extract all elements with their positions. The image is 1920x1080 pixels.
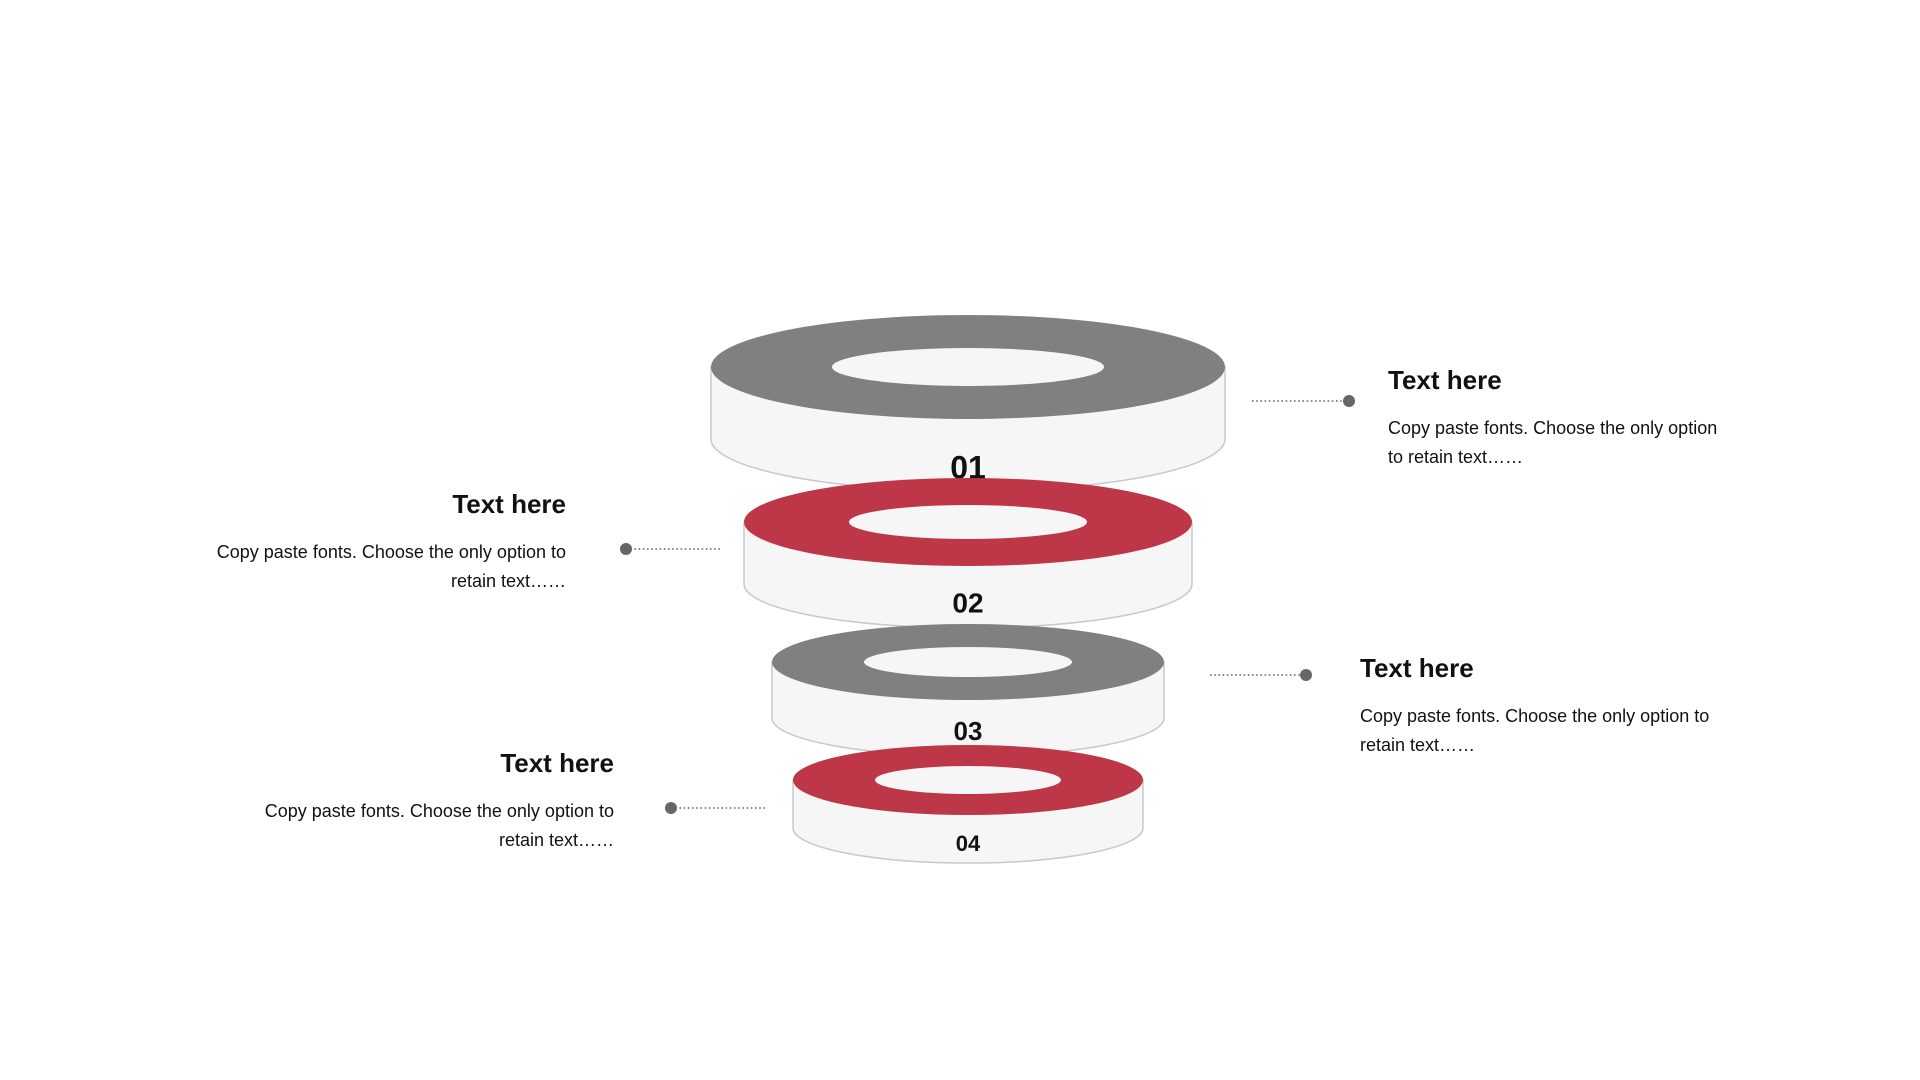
ring-2-hole [849,505,1087,539]
connector-3-dot [1300,669,1312,681]
ring-3-label: 03 [954,716,983,746]
connector-3 [1210,669,1312,681]
callout-2-text: Copy paste fonts. Choose the only option… [216,542,566,591]
callout-1-text: Copy paste fonts. Choose the only option… [1388,418,1718,467]
callout-4: Text here Copy paste fonts. Choose the o… [248,747,614,855]
ring-1-hole [832,348,1104,386]
callout-3-text: Copy paste fonts. Choose the only option… [1360,706,1710,755]
connector-2 [620,543,722,555]
connector-2-dot [620,543,632,555]
ring-3-hole [864,647,1072,677]
ring-3: 03 [771,624,1165,757]
ring-2-label: 02 [952,587,983,618]
connector-1 [1252,395,1355,407]
callout-2: Text here Copy paste fonts. Choose the o… [200,488,566,596]
callout-3-title: Text here [1360,653,1474,683]
callout-1: Text here Copy paste fonts. Choose the o… [1388,364,1718,472]
callout-2-title: Text here [452,489,566,519]
callout-4-title: Text here [500,748,614,778]
ring-4: 04 [792,745,1144,864]
callout-1-title: Text here [1388,365,1502,395]
ring-1: 01 [710,315,1226,492]
connector-1-dot [1343,395,1355,407]
ring-4-label: 04 [956,831,981,856]
connector-4-dot [665,802,677,814]
connector-4 [665,802,766,814]
callout-4-text: Copy paste fonts. Choose the only option… [264,801,614,850]
ring-4-hole [875,766,1061,794]
callout-3: Text here Copy paste fonts. Choose the o… [1360,652,1730,760]
ring-2: 02 [743,478,1193,629]
